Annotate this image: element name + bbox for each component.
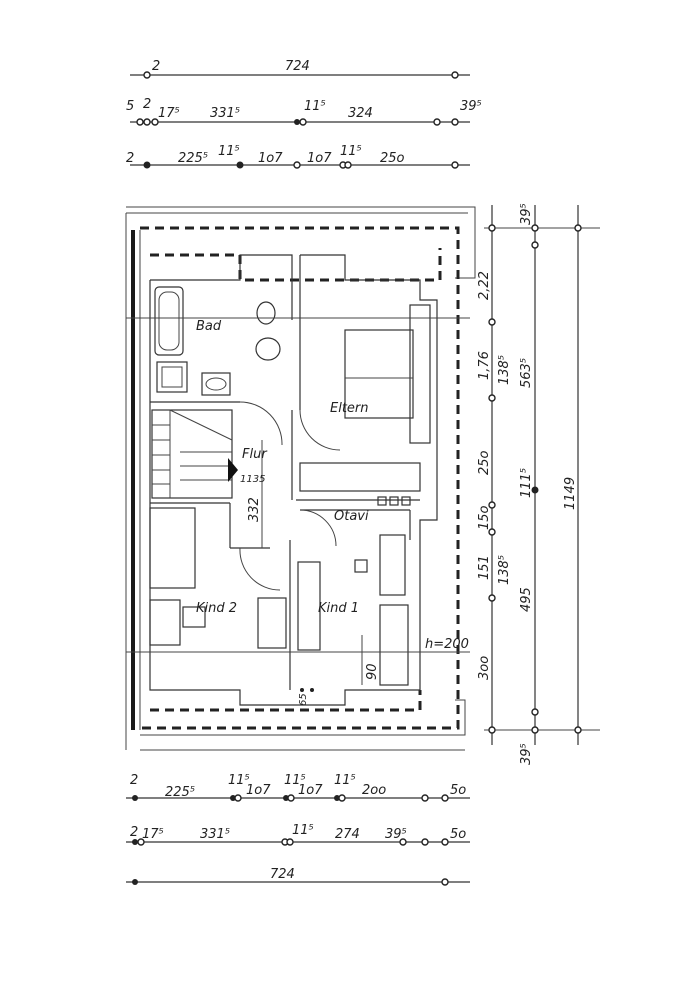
right-inner-e: 151 bbox=[477, 555, 492, 580]
right-inner-d: 15o bbox=[477, 505, 492, 530]
room-label-bad: Bad bbox=[196, 319, 222, 334]
right-outer-total: 1149 bbox=[563, 477, 578, 510]
top-row2-g: 39⁵ bbox=[460, 99, 482, 114]
top-row2-e: 11⁵ bbox=[304, 99, 326, 114]
top-row1-total: 724 bbox=[285, 59, 310, 74]
right-inner-c: 25o bbox=[477, 450, 492, 475]
bottom-row1-g: 11⁵ bbox=[334, 773, 356, 788]
plan-walls bbox=[125, 206, 476, 751]
staircase bbox=[151, 409, 263, 548]
bottom-row2-c: 331⁵ bbox=[200, 827, 230, 842]
top-row3-g: 25o bbox=[380, 151, 405, 166]
top-row3-a: 2 bbox=[126, 151, 134, 166]
bottom-row2-e: 274 bbox=[335, 827, 360, 842]
right-middle-c: 563⁵ bbox=[519, 358, 534, 388]
top-row3-f: 11⁵ bbox=[340, 144, 362, 159]
bottom-row1-i: 5o bbox=[450, 783, 466, 798]
bottom-row2-d: 11⁵ bbox=[292, 823, 314, 838]
stair-length-label: 332 bbox=[247, 497, 262, 522]
bottom-row2-b: 17⁵ bbox=[142, 827, 164, 842]
bottom-row1-a: 2 bbox=[130, 773, 138, 788]
top-row2-d: 331⁵ bbox=[210, 106, 240, 121]
bottom-row3-total: 724 bbox=[270, 867, 295, 882]
right-middle-g: 39⁵ bbox=[519, 743, 534, 765]
bottom-row2-a: 2 bbox=[130, 825, 138, 840]
bottom-row2-f: 39⁵ bbox=[385, 827, 407, 842]
bottom-row1-d: 1o7 bbox=[246, 783, 271, 798]
bottom-dimensions: 2 225⁵ 11⁵ 1o7 11⁵ 1o7 11⁵ 2oo 5o 2 17⁵ … bbox=[126, 773, 470, 886]
room-labels: Bad Eltern Flur Otavi Kind 1 Kind 2 1135… bbox=[196, 319, 469, 706]
bottom-row2-g: 5o bbox=[450, 827, 466, 842]
right-middle-e: 138⁵ bbox=[497, 555, 512, 585]
right-dimensions: 2,22 1,76 25o 15o 151 3oo 39⁵ 138⁵ 563⁵ … bbox=[477, 203, 600, 765]
room-label-otavi: Otavi bbox=[334, 509, 369, 524]
right-middle-f: 495 bbox=[519, 587, 534, 612]
room-label-kind2: Kind 2 bbox=[196, 601, 237, 616]
top-row2-c: 17⁵ bbox=[158, 106, 180, 121]
top-row1-start: 2 bbox=[152, 59, 160, 74]
right-middle-a: 39⁵ bbox=[519, 203, 534, 225]
top-row3-c: 11⁵ bbox=[218, 144, 240, 159]
stair-height-label: 1135 bbox=[240, 474, 265, 485]
right-inner-b: 1,76 bbox=[477, 351, 492, 380]
room-label-eltern: Eltern bbox=[330, 401, 369, 416]
bottom-row1-h: 2oo bbox=[362, 783, 386, 798]
top-row3-b: 225⁵ bbox=[178, 151, 208, 166]
room-label-kind1: Kind 1 bbox=[318, 601, 359, 616]
top-row3-e: 1o7 bbox=[307, 151, 332, 166]
top-row2-b: 2 bbox=[143, 97, 151, 112]
top-row3-d: 1o7 bbox=[258, 151, 283, 166]
ceiling-height-label: h=200 bbox=[425, 637, 469, 652]
bottom-row1-b: 225⁵ bbox=[165, 785, 195, 800]
top-row2-f: 324 bbox=[348, 106, 373, 121]
right-inner-a: 2,22 bbox=[477, 271, 492, 300]
room-label-flur: Flur bbox=[242, 447, 268, 462]
bottom-row1-f: 1o7 bbox=[298, 783, 323, 798]
bottom-row1-c: 11⁵ bbox=[228, 773, 250, 788]
window-90-label: 90 bbox=[365, 663, 380, 680]
window-65-label: 65 bbox=[298, 693, 309, 706]
right-inner-f: 3oo bbox=[477, 656, 492, 680]
top-row2-a: 5 bbox=[126, 99, 134, 114]
right-middle-d: 111⁵ bbox=[519, 468, 534, 498]
right-middle-b: 138⁵ bbox=[497, 355, 512, 385]
bottom-row1-e: 11⁵ bbox=[284, 773, 306, 788]
top-dimensions: 2 724 5 2 17⁵ 331⁵ 11⁵ 324 39⁵ 2 225⁵ 11… bbox=[126, 59, 482, 169]
